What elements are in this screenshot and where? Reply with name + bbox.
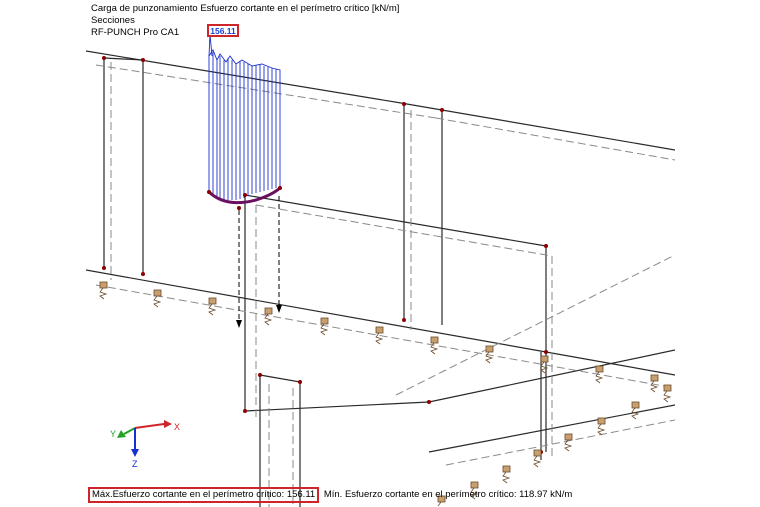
result-subtitle: Secciones	[91, 15, 135, 26]
model-viewport[interactable]: X Y Z Carga de punzonamiento Esfuerzo co…	[86, 0, 675, 507]
axis-x-label: X	[174, 422, 180, 432]
result-title: Carga de punzonamiento Esfuerzo cortante…	[91, 3, 400, 14]
max-value-label: 156.11	[207, 24, 239, 37]
support-icon	[650, 374, 659, 393]
support-icon	[485, 345, 494, 364]
nodes	[102, 56, 548, 454]
axis-y-label: Y	[110, 429, 116, 439]
support-icon	[564, 433, 573, 452]
support-icon	[99, 281, 108, 300]
load-case-label: RF-PUNCH Pro CA1	[91, 27, 180, 38]
support-icon	[597, 417, 606, 436]
support-icon	[533, 449, 542, 468]
support-icon	[470, 481, 479, 500]
status-min-value: Mín. Esfuerzo cortante en el perímetro c…	[323, 489, 573, 500]
hidden-edges	[95, 62, 675, 507]
support-icon	[208, 297, 217, 316]
load-arrows	[238, 196, 280, 320]
support-icon	[320, 317, 329, 336]
support-icon	[502, 465, 511, 484]
model-edges	[86, 50, 675, 507]
supports	[99, 281, 672, 507]
critical-perimeter	[207, 186, 281, 205]
punching-diagram	[208, 33, 281, 200]
status-max-value: Máx.Esfuerzo cortante en el perímetro cr…	[88, 487, 320, 503]
axis-z-label: Z	[132, 459, 138, 469]
support-icon	[430, 336, 439, 355]
support-icon	[663, 384, 672, 403]
axis-triad: X Y Z	[110, 420, 180, 469]
model-drawing: X Y Z	[86, 33, 675, 507]
support-icon	[153, 289, 162, 308]
arrow-heads	[236, 305, 282, 328]
support-icon	[631, 401, 640, 420]
status-line: Máx.Esfuerzo cortante en el perímetro cr…	[88, 487, 572, 503]
support-icon	[540, 355, 549, 374]
support-icon	[437, 495, 446, 507]
support-icon	[595, 365, 604, 384]
support-icon	[375, 326, 384, 345]
support-icon	[264, 307, 273, 326]
